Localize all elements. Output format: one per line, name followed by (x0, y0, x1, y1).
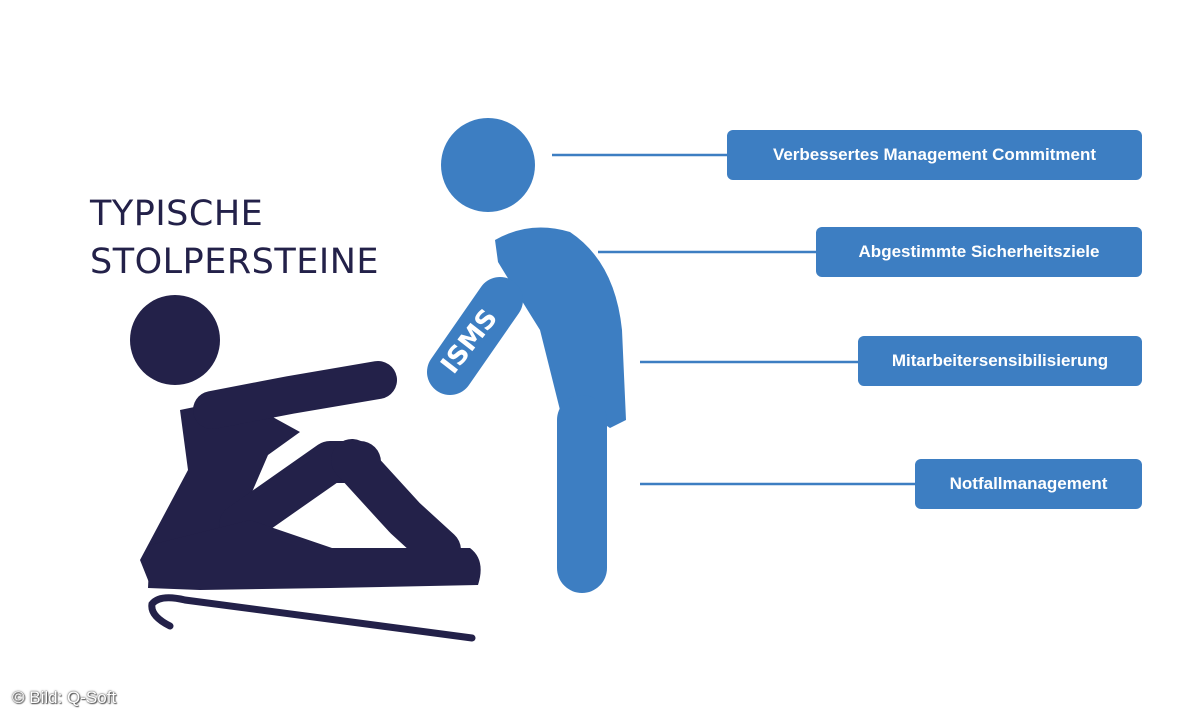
fallen-person-head (130, 295, 220, 385)
walking-cane (148, 594, 476, 642)
title-line-2: STOLPERSTEINE (90, 242, 380, 282)
title-line-1: TYPISCHE (90, 194, 264, 234)
helper-person-figure: ISMS (427, 118, 626, 593)
measure-box-emergency-management: Notfallmanagement (915, 459, 1142, 509)
helper-person-arm (427, 277, 523, 395)
diagram-title: TYPISCHE STOLPERSTEINE (90, 190, 379, 286)
fallen-person-arm (193, 361, 397, 429)
fallen-person-lower-body (148, 520, 481, 590)
fallen-person-shin (331, 439, 461, 571)
fallen-person-figure (130, 295, 481, 642)
measure-box-employee-awareness: Mitarbeitersensibilisierung (858, 336, 1142, 386)
helper-person-head (441, 118, 535, 212)
connector-lines (552, 153, 915, 486)
measure-box-management-commitment: Verbessertes Management Commitment (727, 130, 1142, 180)
image-credit: © Bild: Q-Soft (12, 688, 117, 707)
helper-person-body (495, 227, 626, 428)
measure-box-security-goals: Abgestimmte Sicherheitsziele (816, 227, 1142, 277)
